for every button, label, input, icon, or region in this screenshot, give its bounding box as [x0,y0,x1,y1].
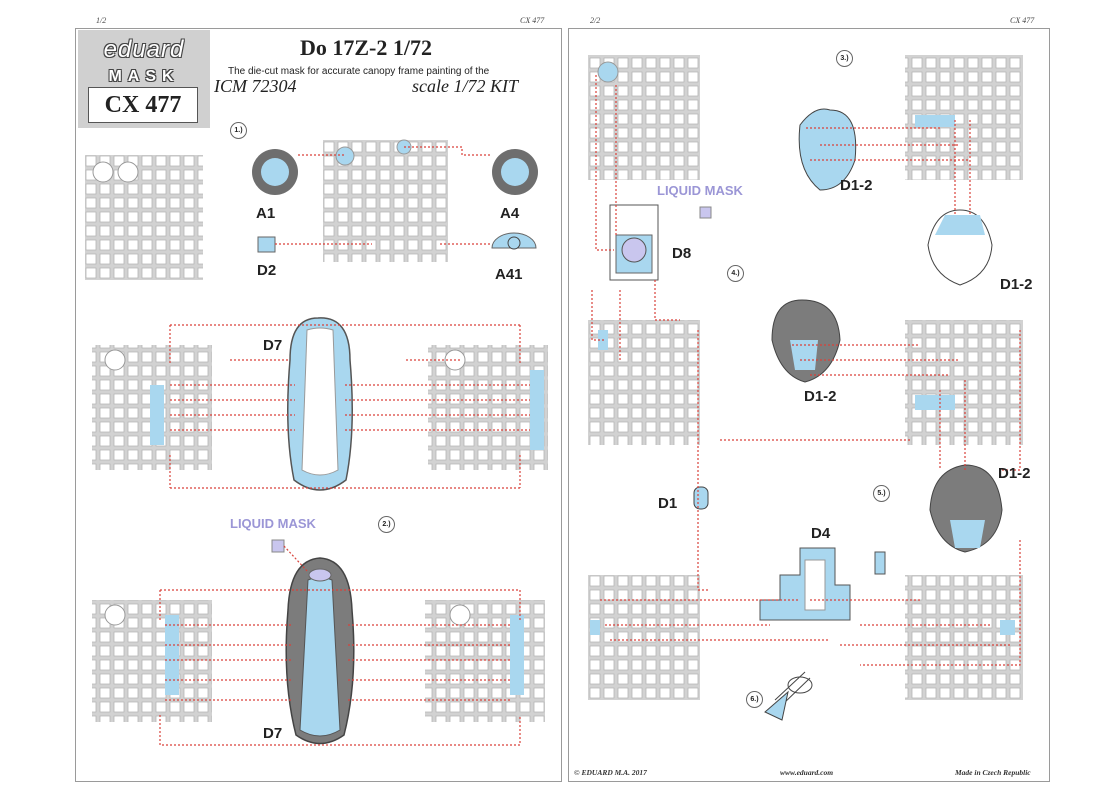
part-label-d4: D4 [811,525,831,542]
part-label-d1: D1 [658,495,678,512]
liquid-mask-label: LIQUID MASK [657,183,743,198]
part-label-a4: A4 [500,205,520,222]
page-subtitle: The die-cut mask for accurate canopy fra… [228,66,490,77]
kit-number: ICM 72304 [214,76,297,96]
guide-lines [591,75,1021,666]
origin-note: Made in Czech Republic [955,768,1031,777]
product-code-header: CX 477 [1010,16,1035,25]
step-5-marker: 5.) [873,485,890,502]
mask-sheet-thumbnail [588,55,700,180]
page-2-border [568,28,1050,782]
liquid-mask-swatch [271,539,285,553]
part-label-d1-2-c: D1-2 [804,388,837,405]
mask-sheet-thumbnail [85,155,203,280]
product-line: MASK [108,68,180,85]
page-2-diagram [588,55,1023,721]
mask-sheet-thumbnail [425,600,545,722]
mask-sheet-thumbnail [588,575,700,700]
step-2-marker: 2.) [378,516,395,533]
step-3-marker: 3.) [836,50,853,67]
part-small-strip [874,551,886,575]
liquid-mask-label: LIQUID MASK [230,516,316,531]
brand-name: eduard [103,36,185,63]
mask-sheet-thumbnail [323,139,448,262]
page-1-diagram [85,139,548,746]
product-code-box: CX 477 [88,87,198,123]
kit-scale: scale 1/72 KIT [412,76,518,96]
part-label-d7-bottom: D7 [263,725,283,742]
part-label-d1-2-d: D1-2 [998,465,1031,482]
part-label-d2: D2 [257,262,277,279]
dome-d1-2-c [771,299,841,383]
guide-lines [159,146,530,746]
canopy-d7-top [287,317,353,491]
website-url: www.eduard.com [780,768,834,777]
part-label-d1-2-b: D1-2 [1000,276,1033,293]
mask-sheet-thumbnail [905,575,1023,700]
part-label-d1-2-a: D1-2 [840,177,873,194]
page-number: 1/2 [96,16,107,25]
dome-d1-2-b [927,209,993,286]
wheel-a1 [252,149,298,195]
part-label-d7-top: D7 [263,337,283,354]
instruction-page-2: 2/2 CX 477 [560,0,1120,800]
mask-sheet-thumbnail [905,320,1023,445]
part-a41-shape [491,232,537,250]
wheel-a4 [492,149,538,195]
mask-sheet-thumbnail [905,55,1023,180]
page-title: Do 17Z-2 1/72 [300,35,432,60]
mask-sheet-thumbnail [92,345,212,470]
mask-sheet-thumbnail [92,600,212,722]
brush-illustration [764,671,813,721]
liquid-mask-swatch [699,206,712,219]
page-number: 2/2 [590,16,601,25]
step-1-marker: 1.) [230,122,247,139]
part-d4-shape [759,547,851,621]
instruction-page-1: 1/2 CX 477 eduard MASK CX 477 Do 17Z-2 1… [75,16,562,782]
mask-sheet-thumbnail [428,345,548,470]
copyright: © EDUARD M.A. 2017 [574,768,647,777]
dome-d1-2-d [929,464,1003,553]
part-label-a41: A41 [495,266,523,283]
part-d1-shape [693,486,709,510]
part-d8-shape [609,204,659,281]
part-label-a1: A1 [256,205,276,222]
page-1-border [75,28,562,782]
part-label-d8: D8 [672,245,692,262]
product-code-header: CX 477 [520,16,545,25]
canopy-d7-bottom [285,557,355,745]
step-4-marker: 4.) [727,265,744,282]
part-d2-shape [257,236,276,253]
step-6-marker: 6.) [746,691,763,708]
dome-d1-2-a [798,108,857,191]
mask-sheet-thumbnail [588,320,700,445]
